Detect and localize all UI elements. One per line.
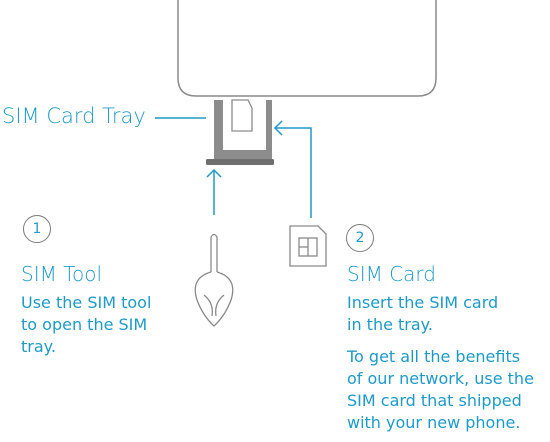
step-2-note-line: of our network, use the xyxy=(347,369,534,388)
sim-card-icon xyxy=(289,225,327,267)
step-1-description-line: to open the SIM xyxy=(21,315,148,334)
step-2-description-line: Insert the SIM card xyxy=(347,293,499,312)
step-1-description-line: Use the SIM tool xyxy=(21,293,152,312)
step-1-description-line: tray. xyxy=(21,337,56,356)
step-2-note-line: To get all the benefits xyxy=(347,347,521,366)
left-arrow-icon xyxy=(273,120,312,218)
step-1-number: 1 xyxy=(23,215,51,243)
step-1-description: Use the SIM tool to open the SIM tray. xyxy=(21,292,151,358)
sim-tool-icon xyxy=(194,233,234,327)
step-2-description-line: in the tray. xyxy=(347,315,433,334)
step-1-title: SIM Tool xyxy=(21,262,103,286)
step-2-note: To get all the benefits of our network, … xyxy=(347,346,534,434)
sim-tray-label: SIM Card Tray xyxy=(2,104,146,128)
step-2-note-line: SIM card that shipped xyxy=(347,391,522,410)
step-2-note-line: with your new phone. xyxy=(347,413,521,432)
step-2-title: SIM Card xyxy=(347,262,436,286)
up-arrow-icon xyxy=(206,168,222,215)
step-2-number: 2 xyxy=(346,224,374,252)
step-2-description: Insert the SIM card in the tray. xyxy=(347,292,498,336)
sim-tray-icon xyxy=(206,99,274,165)
phone-outline xyxy=(177,0,437,97)
